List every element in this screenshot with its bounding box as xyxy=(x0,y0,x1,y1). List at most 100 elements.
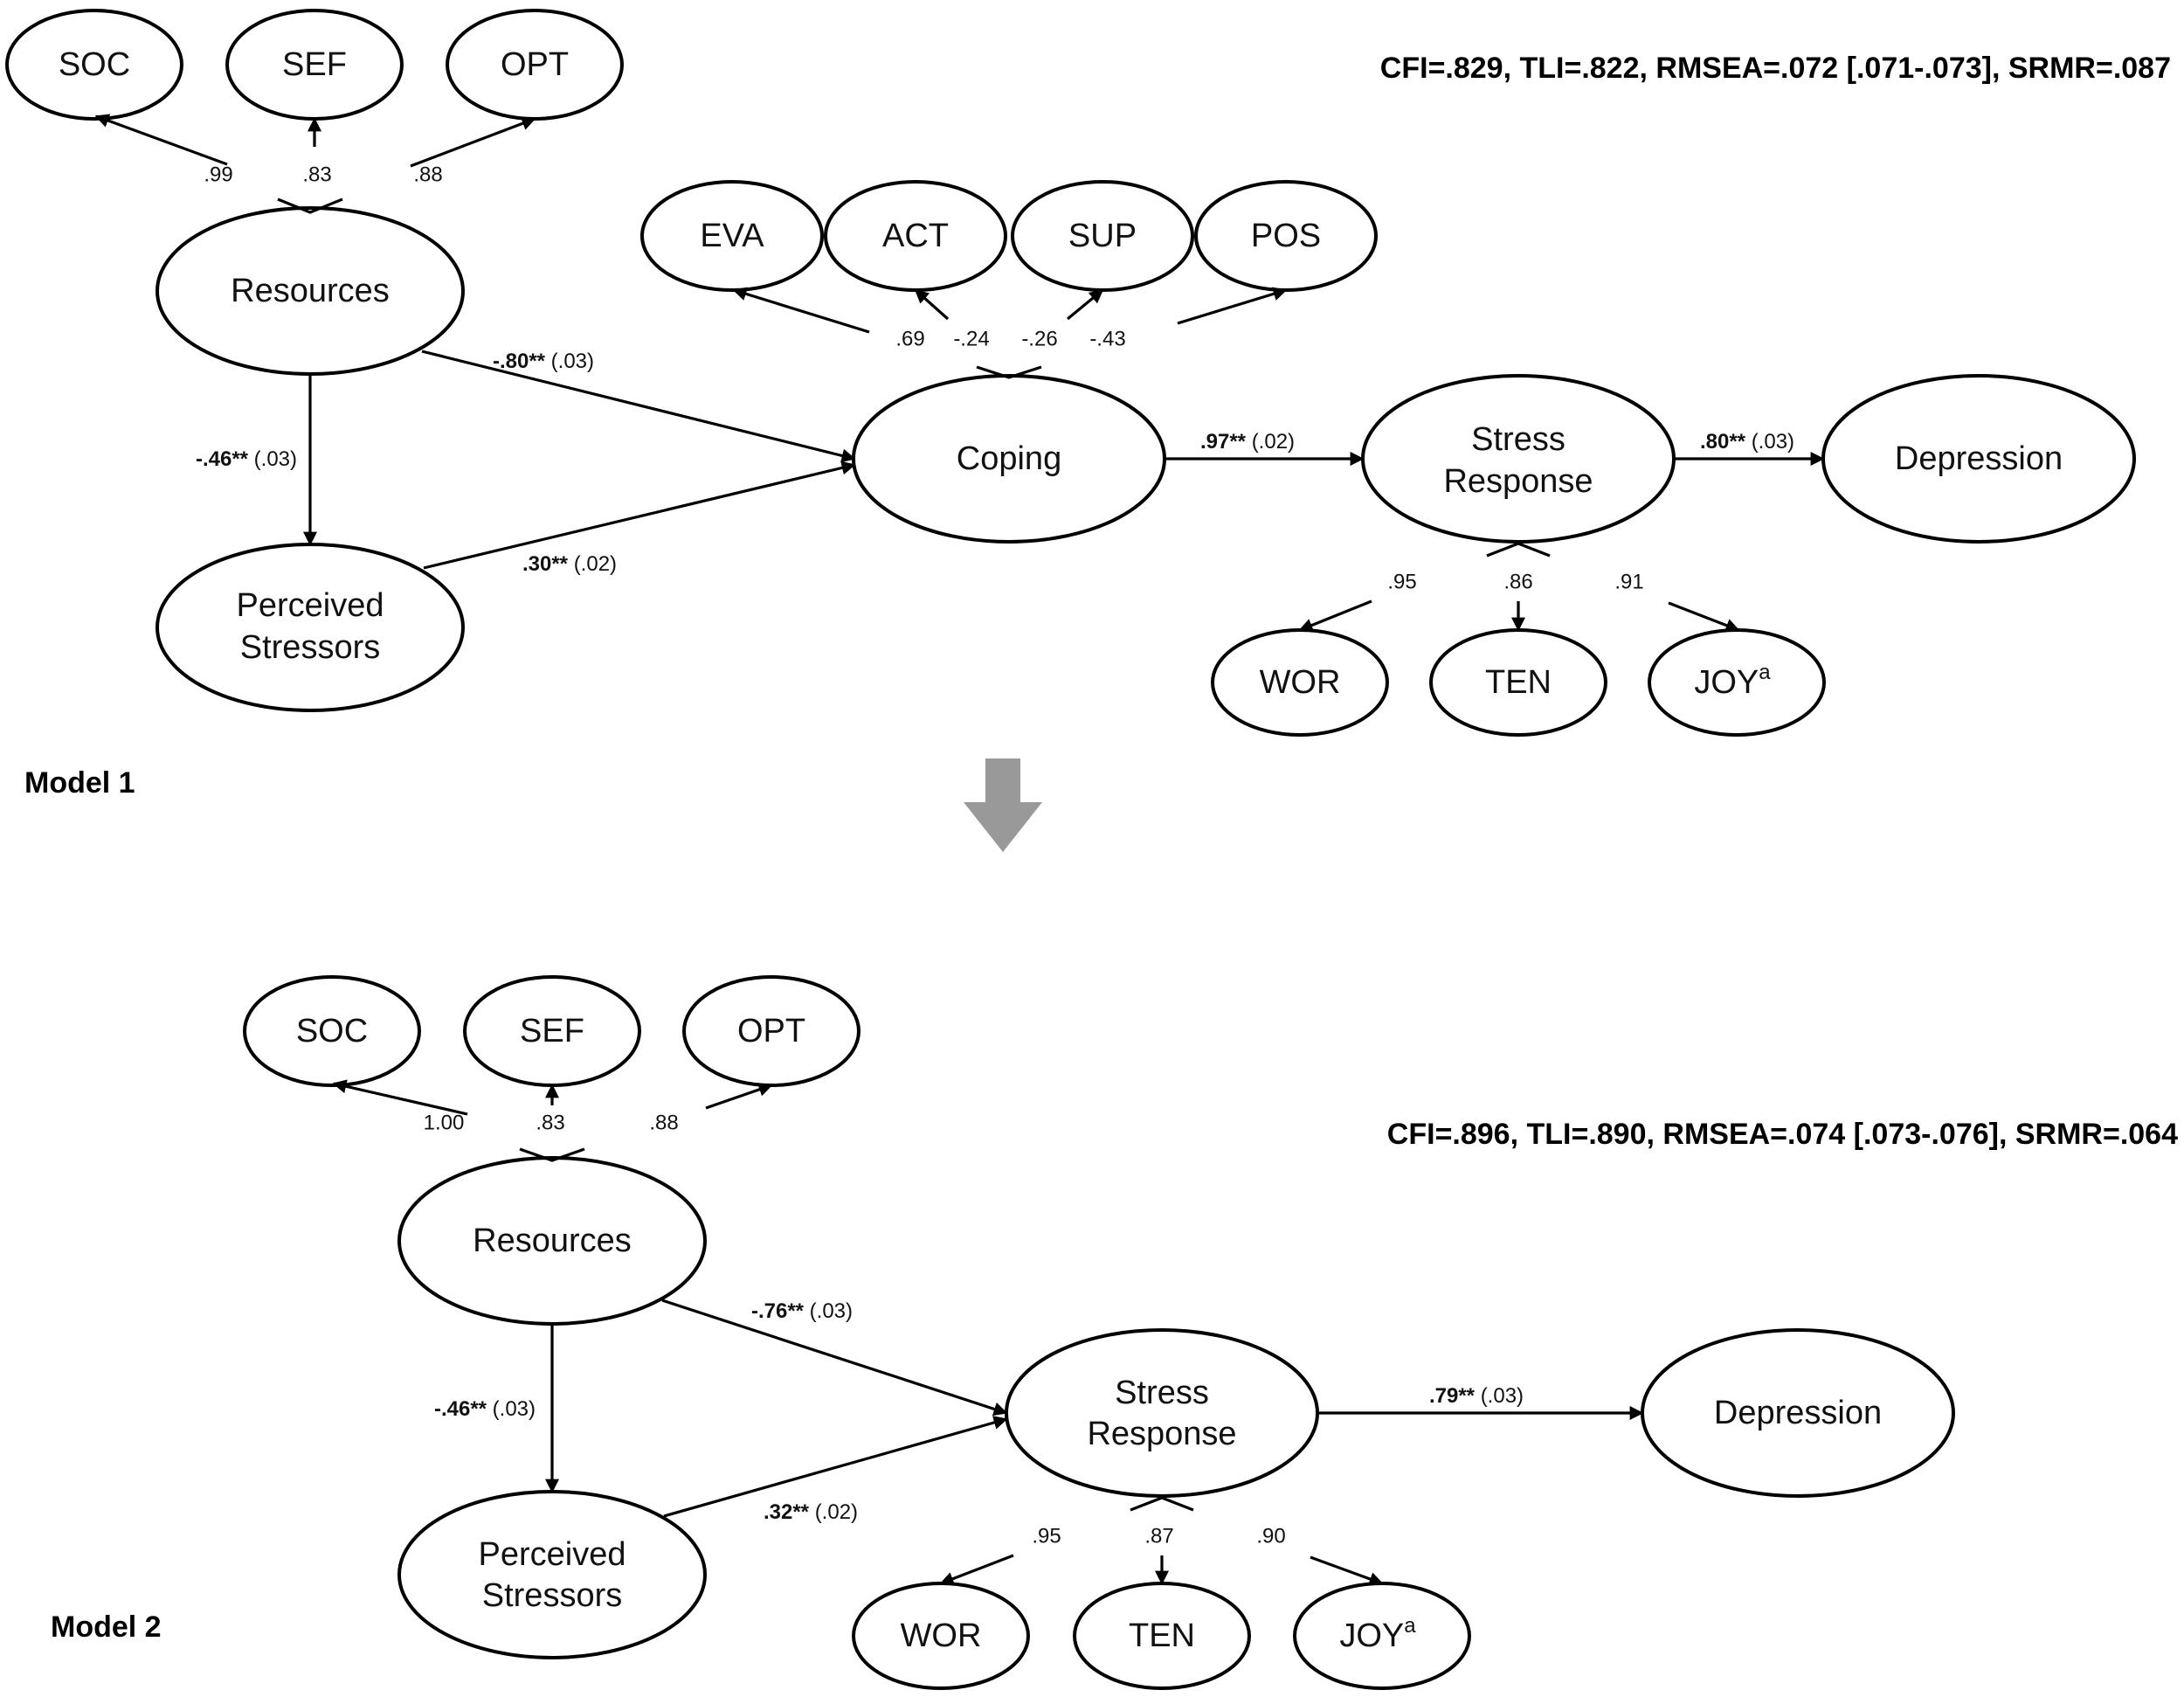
model2-loading-joy: .90 xyxy=(1256,1525,1285,1548)
model1-loading-eva-arrow xyxy=(732,287,870,334)
model1-loading-ten: .86 xyxy=(1503,571,1532,594)
model2-node-ten: TEN xyxy=(1073,1582,1251,1690)
model1-path-resources-coping xyxy=(421,350,856,463)
model2-loading-wor-arrow xyxy=(939,1554,1014,1586)
model1-loading-pos: -.43 xyxy=(1089,328,1125,351)
model1-loading-act-arrow xyxy=(914,288,950,321)
model1-node-act: ACT xyxy=(824,180,1007,292)
model1-path-perceived-coping-label: .30** (.02) xyxy=(522,552,617,576)
model1-fit-indices: CFI=.829, TLI=.822, RMSEA=.072 [.071-.07… xyxy=(1380,52,2171,85)
model1-resources-fork xyxy=(277,197,343,214)
model2-joy-label: JOYa xyxy=(1339,1614,1416,1655)
model-2: CFI=.896, TLI=.890, RMSEA=.074 [.073-.07… xyxy=(51,975,2178,1690)
model1-loading-eva: .69 xyxy=(895,328,924,351)
model1-stress-fork xyxy=(1486,542,1551,558)
model1-stress-line1: Stress xyxy=(1471,421,1565,458)
model2-node-soc: SOC xyxy=(243,975,421,1087)
model1-node-eva: EVA xyxy=(640,180,824,292)
model2-perceived-line2: Stressors xyxy=(482,1577,622,1614)
model1-node-joy: JOYa xyxy=(1648,628,1826,737)
model2-node-sef: SEF xyxy=(463,975,641,1087)
model1-path-resources-coping-label: -.80** (.03) xyxy=(493,350,594,373)
model1-perceived-line1: Perceived xyxy=(237,587,384,624)
model2-node-opt: OPT xyxy=(682,975,860,1087)
model1-node-stress-response: Stress Response xyxy=(1361,374,1676,544)
model-1: CFI=.829, TLI=.822, RMSEA=.072 [.071-.07… xyxy=(5,9,2171,800)
model1-loading-wor-arrow xyxy=(1298,599,1372,633)
model1-node-sup: SUP xyxy=(1011,180,1194,292)
model1-sef-label: SEF xyxy=(282,46,347,83)
model1-node-opt: OPT xyxy=(446,9,624,121)
model2-loading-ten: .87 xyxy=(1144,1525,1173,1548)
model1-coping-label: Coping xyxy=(957,440,1061,477)
model2-path-resources-perceived-label: -.46** (.03) xyxy=(434,1397,536,1421)
model1-pos-label: POS xyxy=(1251,218,1321,254)
model1-loading-act: -.24 xyxy=(953,328,989,351)
model2-wor-label: WOR xyxy=(901,1617,982,1654)
model2-node-wor: WOR xyxy=(852,1582,1030,1690)
model1-eva-label: EVA xyxy=(700,218,764,254)
model2-label: Model 2 xyxy=(51,1610,162,1644)
model1-stress-line2: Response xyxy=(1443,463,1593,500)
model1-loading-joy-arrow xyxy=(1668,601,1740,633)
model1-ten-label: TEN xyxy=(1485,664,1552,701)
model1-loading-soc-arrow xyxy=(94,114,228,166)
model2-node-stress-response: Stress Response xyxy=(1005,1328,1319,1498)
model2-loading-sef: .83 xyxy=(536,1112,564,1135)
model1-loading-opt-arrow xyxy=(410,116,536,168)
model1-node-soc: SOC xyxy=(5,9,183,121)
model1-depression-label: Depression xyxy=(1895,440,2063,477)
model1-node-perceived-stressors: Perceived Stressors xyxy=(156,543,465,712)
model2-path-stress-depression-label: .79** (.03) xyxy=(1429,1384,1524,1408)
model1-node-wor: WOR xyxy=(1211,628,1389,737)
model1-coping-fork xyxy=(976,365,1042,379)
model2-node-depression: Depression xyxy=(1641,1328,1955,1498)
model2-stress-line2: Response xyxy=(1087,1416,1236,1452)
model2-node-resources: Resources xyxy=(397,1156,707,1326)
model1-loading-wor: .95 xyxy=(1387,571,1416,594)
model1-node-coping: Coping xyxy=(852,374,1166,544)
model2-perceived-line1: Perceived xyxy=(479,1536,626,1573)
model2-path-resources-stress xyxy=(661,1299,1008,1416)
model1-label: Model 1 xyxy=(24,766,135,800)
model1-sup-label: SUP xyxy=(1068,218,1137,254)
model2-path-perceived-stress-label: .32** (.02) xyxy=(764,1500,858,1524)
model1-resources-label: Resources xyxy=(231,273,390,309)
model2-loading-joy-arrow xyxy=(1310,1555,1384,1586)
model1-path-resources-perceived-label: -.46** (.03) xyxy=(196,447,297,471)
model1-loading-joy: .91 xyxy=(1614,571,1643,594)
model2-depression-label: Depression xyxy=(1714,1395,1882,1431)
model2-path-resources-stress-label: -.76** (.03) xyxy=(751,1299,853,1323)
model2-soc-label: SOC xyxy=(296,1013,368,1049)
model2-path-perceived-stress xyxy=(663,1416,1008,1518)
model1-node-depression: Depression xyxy=(1821,374,2136,544)
model2-loading-wor: .95 xyxy=(1032,1525,1061,1548)
model2-opt-label: OPT xyxy=(737,1013,805,1049)
model1-perceived-line2: Stressors xyxy=(240,629,380,666)
model1-node-ten: TEN xyxy=(1429,628,1607,737)
down-arrow-icon xyxy=(964,758,1042,852)
model2-node-joy: JOYa xyxy=(1293,1582,1471,1690)
model2-loading-opt: .88 xyxy=(649,1112,678,1135)
model1-act-label: ACT xyxy=(882,218,949,254)
model2-stress-line1: Stress xyxy=(1115,1375,1209,1411)
model1-loading-sef: .83 xyxy=(302,163,331,187)
model1-opt-label: OPT xyxy=(501,46,569,83)
model2-resources-fork xyxy=(519,1147,585,1162)
model1-node-pos: POS xyxy=(1194,180,1378,292)
model2-loading-opt-arrow xyxy=(705,1083,773,1110)
model1-path-perceived-coping xyxy=(423,461,856,570)
model2-sef-label: SEF xyxy=(520,1013,584,1049)
model2-fit-indices: CFI=.896, TLI=.890, RMSEA=.074 [.073-.07… xyxy=(1387,1118,2178,1151)
model2-loading-soc: 1.00 xyxy=(424,1112,465,1135)
model1-loading-soc: .99 xyxy=(204,163,232,187)
model1-wor-label: WOR xyxy=(1260,664,1341,701)
model2-stress-fork xyxy=(1130,1496,1194,1512)
model1-loading-sup: -.26 xyxy=(1021,328,1057,351)
model1-soc-label: SOC xyxy=(59,46,130,83)
model1-loading-pos-arrow xyxy=(1177,287,1288,325)
model1-loading-sup-arrow xyxy=(1066,288,1104,321)
model1-path-stress-depression-label: .80** (.03) xyxy=(1700,430,1794,454)
model1-node-resources: Resources xyxy=(156,206,465,376)
